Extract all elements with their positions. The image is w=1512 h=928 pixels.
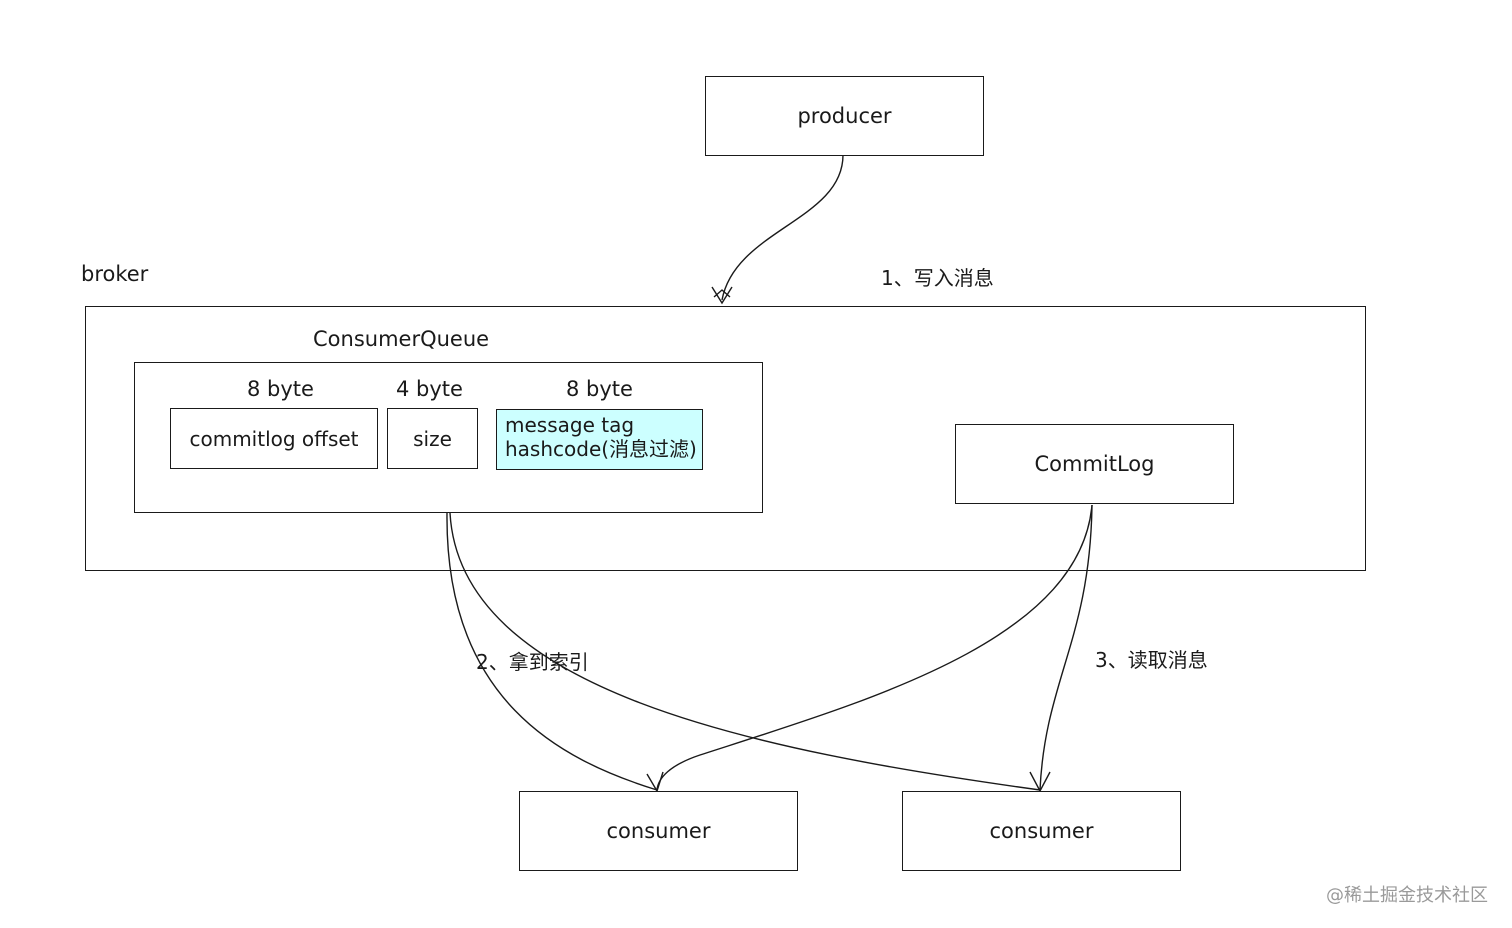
arrowhead-broker: [711, 286, 733, 305]
edge-label-get-index: 2、拿到索引: [476, 650, 589, 674]
field-commitlog-offset-label: commitlog offset: [189, 426, 359, 451]
edge-queue-to-consumer-1: [446, 512, 658, 791]
broker-label: broker: [81, 262, 149, 286]
commitlog-label: CommitLog: [1034, 452, 1155, 476]
edge-commitlog-to-consumer-2: [1039, 504, 1093, 791]
edge-label-write: 1、写入消息: [881, 266, 994, 290]
edge-queue-to-consumer-2: [449, 512, 1041, 791]
field-size-label-1: 8 byte: [247, 377, 314, 401]
commitlog-node: CommitLog: [955, 424, 1234, 504]
edge-commitlog-to-consumer-1: [656, 504, 1093, 791]
field-message-tag-hashcode: message tag hashcode(消息过滤): [496, 409, 703, 470]
producer-node: producer: [705, 76, 984, 156]
field-size-label-3: 8 byte: [566, 377, 633, 401]
field-size: size: [387, 408, 478, 469]
arrowhead-broker-tail: [713, 289, 731, 298]
consumer-node-2: consumer: [902, 791, 1181, 871]
consumer-node-1: consumer: [519, 791, 798, 871]
field-size-name-label: size: [413, 426, 452, 451]
field-tag-line-2: hashcode(消息过滤): [505, 437, 697, 461]
edge-label-read: 3、读取消息: [1095, 648, 1208, 672]
consumer-label-1: consumer: [606, 819, 711, 843]
field-size-label-2: 4 byte: [396, 377, 463, 401]
consumer-label-2: consumer: [989, 819, 1094, 843]
watermark-text: @稀土掘金技术社区: [1326, 885, 1488, 906]
field-tag-line-1: message tag: [505, 413, 635, 437]
field-commitlog-offset: commitlog offset: [170, 408, 378, 469]
producer-label: producer: [797, 104, 892, 128]
consumer-queue-label: ConsumerQueue: [313, 327, 490, 351]
edge-producer-to-broker: [721, 154, 844, 301]
broker-container: [85, 306, 1366, 571]
